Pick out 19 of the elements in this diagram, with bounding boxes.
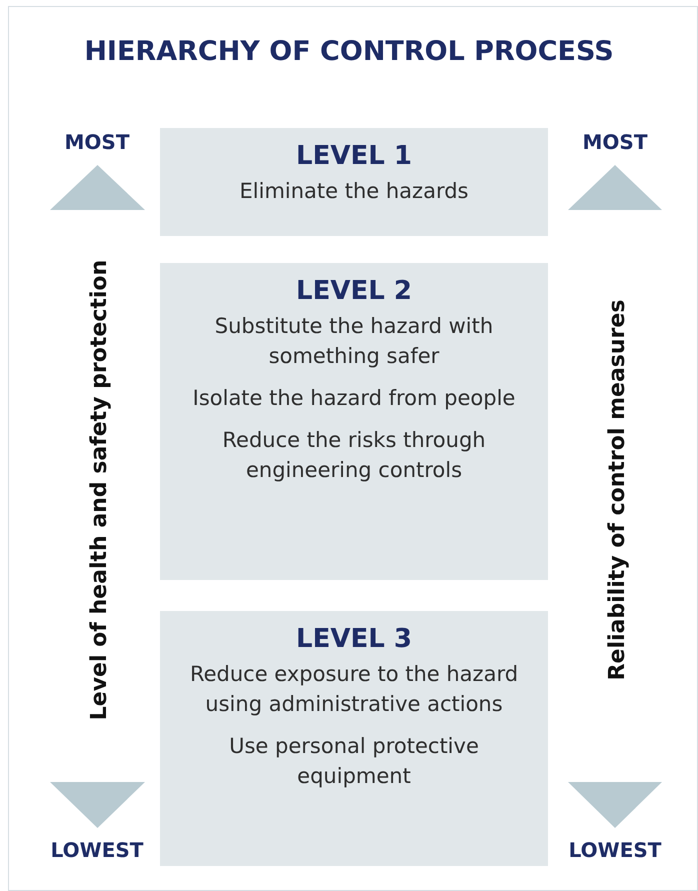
level-heading: LEVEL 2 — [296, 275, 412, 307]
level-box — [160, 263, 548, 580]
control-measure: Eliminate the hazards — [240, 178, 468, 205]
scale-label: MOST — [582, 130, 648, 154]
title: HIERARCHY OF CONTROL PROCESS — [83, 36, 615, 67]
control-measure: Substitute the hazard with something safer — [214, 313, 494, 370]
level-box — [160, 128, 548, 236]
axis-label: Reliability of control measures — [604, 298, 631, 682]
scale-label: MOST — [64, 130, 130, 154]
control-measure: Reduce the risks through engineering controls — [221, 427, 487, 484]
scale-label: LOWEST — [568, 838, 662, 862]
level-box — [160, 611, 548, 866]
level-heading: LEVEL 1 — [296, 140, 412, 172]
control-measure: Reduce exposure to the hazard using administrative actions — [188, 661, 520, 718]
control-measure: Isolate the hazard from people — [192, 385, 516, 412]
scale-label: LOWEST — [50, 838, 144, 862]
level-heading: LEVEL 3 — [296, 623, 412, 655]
control-measure: Use personal protective equipment — [228, 733, 480, 790]
axis-label: Level of health and safety protection — [86, 258, 113, 722]
